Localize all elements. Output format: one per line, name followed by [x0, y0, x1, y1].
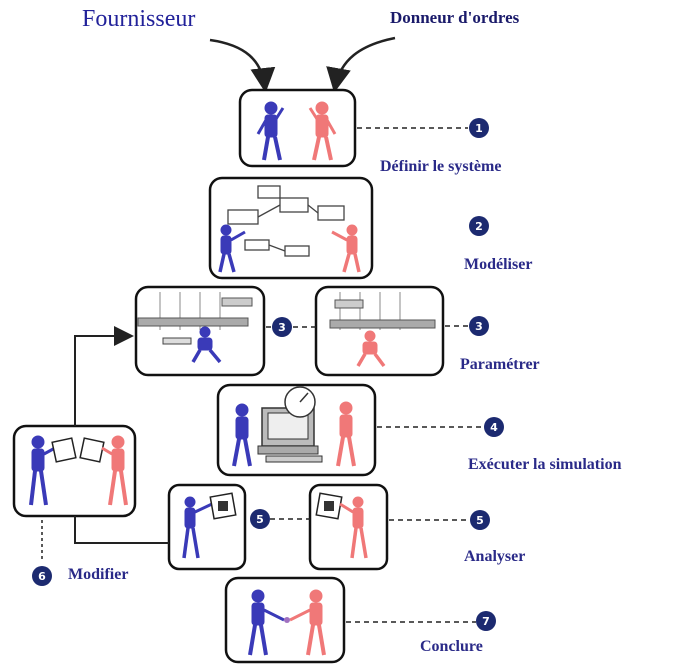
step-2-box	[208, 176, 374, 280]
step-6-illustration	[29, 435, 128, 506]
badge-7: 7	[476, 611, 496, 631]
feedback-connector	[74, 516, 169, 544]
supplier-label: Fournisseur	[82, 6, 196, 32]
badge-2: 2	[469, 216, 489, 236]
svg-text:6: 6	[38, 570, 46, 583]
badge-4: 4	[484, 417, 504, 437]
step-5a-box	[167, 483, 247, 571]
svg-text:5: 5	[256, 513, 264, 526]
step-3b-box	[314, 285, 445, 377]
step-1-label: Définir le système	[380, 158, 502, 175]
step-5b-illustration	[315, 492, 368, 559]
step-2-label: Modéliser	[464, 256, 533, 273]
badge-5a: 5	[250, 509, 270, 529]
svg-text:3: 3	[278, 321, 286, 334]
svg-text:5: 5	[476, 514, 484, 527]
svg-text:2: 2	[475, 220, 483, 233]
step-7-illustration	[248, 589, 326, 656]
badge-6: 6	[32, 566, 52, 586]
svg-text:4: 4	[490, 421, 498, 434]
step-6-label: Modifier	[68, 566, 129, 583]
badge-1: 1	[469, 118, 489, 138]
step-4-label: Exécuter la simulation	[468, 456, 622, 473]
svg-text:7: 7	[482, 615, 490, 628]
step-5-label: Analyser	[464, 548, 526, 565]
badge-3a: 3	[272, 317, 292, 337]
client-label: Donneur d'ordres	[390, 8, 520, 27]
supplier-arrow	[209, 38, 276, 93]
feedback-loop-arrow	[74, 326, 134, 426]
client-arrow	[326, 36, 396, 93]
step-3b-illustration	[329, 292, 436, 368]
step-2-illustration	[218, 185, 361, 273]
step-3a-illustration	[137, 292, 253, 364]
svg-text:3: 3	[475, 320, 483, 333]
step-1-box	[238, 88, 357, 168]
step-1-illustration	[256, 101, 337, 161]
step-4-illustration	[232, 386, 356, 467]
svg-text:1: 1	[475, 122, 483, 135]
step-5a-illustration	[182, 492, 237, 559]
step-3-label: Paramétrer	[460, 356, 540, 373]
badge-3b: 3	[469, 316, 489, 336]
badge-5b: 5	[470, 510, 490, 530]
step-7-label: Conclure	[420, 638, 483, 655]
